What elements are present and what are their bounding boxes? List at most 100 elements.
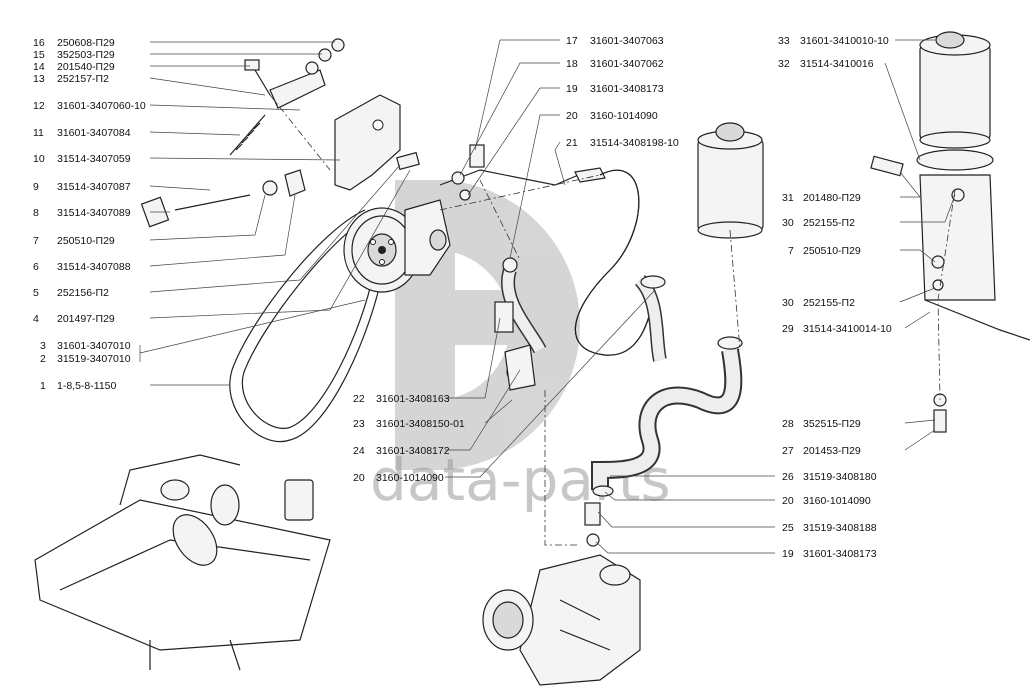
callout-part: 31601-3407063 [590, 35, 664, 47]
tank-bracket-icon [870, 149, 1030, 433]
pulley-icon [343, 207, 421, 293]
callout-number: 10 [33, 153, 45, 165]
callouts-mid-top: 17 31601-3407063 18 31601-3407062 19 316… [566, 35, 679, 149]
callout-part: 252155-П2 [803, 297, 855, 309]
callouts-lower-right: 26 31519-3408180 20 3160-1014090 25 3151… [782, 471, 877, 560]
callout-number: 23 [353, 418, 365, 430]
callout-part: 252156-П2 [57, 287, 109, 299]
callout-part: 31601-3408150-01 [376, 418, 465, 430]
callout-part: 31519-3407010 [57, 353, 131, 365]
callout-number: 29 [782, 323, 794, 335]
filter-tank-icon [919, 31, 991, 149]
steering-gear-icon [482, 554, 641, 686]
callout-number: 6 [33, 261, 39, 273]
watermark-text: data-parts [370, 446, 671, 514]
callout-part: 1-8,5-8-1150 [57, 380, 117, 392]
callout-part: 252157-П2 [57, 73, 109, 85]
callout-part: 31514-3407059 [57, 153, 131, 165]
callout-part: 31601-3407084 [57, 127, 131, 139]
fitting-icon [451, 144, 536, 391]
callout-number: 13 [33, 73, 45, 85]
bolt-small-icon [244, 38, 420, 171]
return-hose-icon [501, 257, 547, 354]
callout-number: 9 [33, 181, 39, 193]
callout-number: 1 [40, 380, 46, 392]
callout-number: 20 [353, 472, 365, 484]
callout-part: 31514-3407088 [57, 261, 131, 273]
callout-part: 31601-3408173 [590, 83, 664, 95]
callout-part: 352515-П29 [803, 418, 861, 430]
callout-part: 31601-3408163 [376, 393, 450, 405]
callout-number: 28 [782, 418, 794, 430]
callout-part: 250510-П29 [57, 235, 115, 247]
callout-part: 31519-3408188 [803, 522, 877, 534]
callout-number: 3 [40, 340, 46, 352]
callout-part: 201480-П29 [803, 192, 861, 204]
callout-part: 31514-3407087 [57, 181, 131, 193]
callout-number: 26 [782, 471, 794, 483]
callout-part: 3160-1014090 [590, 110, 658, 122]
callout-number: 22 [353, 393, 365, 405]
callouts-mid-bottom: 22 31601-3408163 23 31601-3408150-01 24 … [353, 393, 465, 484]
callout-number: 4 [33, 313, 39, 325]
callout-part: 31601-3408172 [376, 445, 450, 457]
callout-part: 31514-3410016 [800, 58, 874, 70]
callout-part: 31514-3410014-10 [803, 323, 892, 335]
callout-number: 33 [778, 35, 790, 47]
callout-part: 31601-3408173 [803, 548, 877, 560]
callout-number: 14 [33, 61, 45, 73]
callout-part: 201540-П29 [57, 61, 115, 73]
callout-number: 21 [566, 137, 578, 149]
callout-part: 201497-П29 [57, 313, 115, 325]
callout-part: 3160-1014090 [803, 495, 871, 507]
tension-bolt-icon [140, 114, 306, 228]
pump-bracket-icon [269, 69, 401, 191]
callout-number: 5 [33, 287, 39, 299]
callout-part: 31601-3410010-10 [800, 35, 889, 47]
callout-number: 25 [782, 522, 794, 534]
callout-number: 24 [353, 445, 365, 457]
callout-part: 252155-П2 [803, 217, 855, 229]
callout-number: 11 [33, 127, 44, 139]
callout-number: 12 [33, 100, 45, 112]
vehicle-frame-icon [34, 454, 331, 671]
callout-part: 250510-П29 [803, 245, 861, 257]
callout-number: 20 [782, 495, 794, 507]
callout-number: 19 [782, 548, 794, 560]
leader-lines [139, 39, 956, 554]
suction-hose-icon [584, 275, 743, 547]
power-steering-pump-icon [404, 199, 451, 276]
callout-part: 352503-П29 [57, 49, 115, 61]
callout-number: 2 [40, 353, 46, 365]
callout-number: 20 [566, 110, 578, 122]
callout-number: 27 [782, 445, 794, 457]
callout-part: 31514-3408198-10 [590, 137, 679, 149]
callouts-left: 16 250608-П29 15 352503-П29 14 201540-П2… [33, 37, 146, 392]
dash-lines [269, 94, 956, 546]
callout-number: 18 [566, 58, 578, 70]
callout-number: 17 [566, 35, 578, 47]
callout-number: 8 [33, 207, 39, 219]
callout-number: 7 [33, 235, 39, 247]
callout-number: 16 [33, 37, 45, 49]
callout-number: 15 [33, 49, 45, 61]
callouts-right: 33 31601-3410010-10 32 31514-3410016 31 … [778, 35, 892, 457]
callout-part: 31514-3407089 [57, 207, 131, 219]
callout-number: 19 [566, 83, 578, 95]
callout-number: 7 [788, 245, 794, 257]
callout-number: 32 [778, 58, 790, 70]
belt-icon [229, 209, 384, 443]
watermark-logo [395, 180, 580, 470]
callout-part: 31601-3407062 [590, 58, 664, 70]
callout-number: 30 [782, 217, 794, 229]
callout-part: 250608-П29 [57, 37, 115, 49]
callout-part: 31601-3407010 [57, 340, 131, 352]
callout-part: 31519-3408180 [803, 471, 877, 483]
oil-reservoir-icon [697, 122, 764, 239]
callout-part: 31601-3407060-10 [57, 100, 146, 112]
callout-number: 30 [782, 297, 794, 309]
callout-number: 31 [782, 192, 794, 204]
callout-part: 3160-1014090 [376, 472, 444, 484]
callout-part: 201453-П29 [803, 445, 861, 457]
